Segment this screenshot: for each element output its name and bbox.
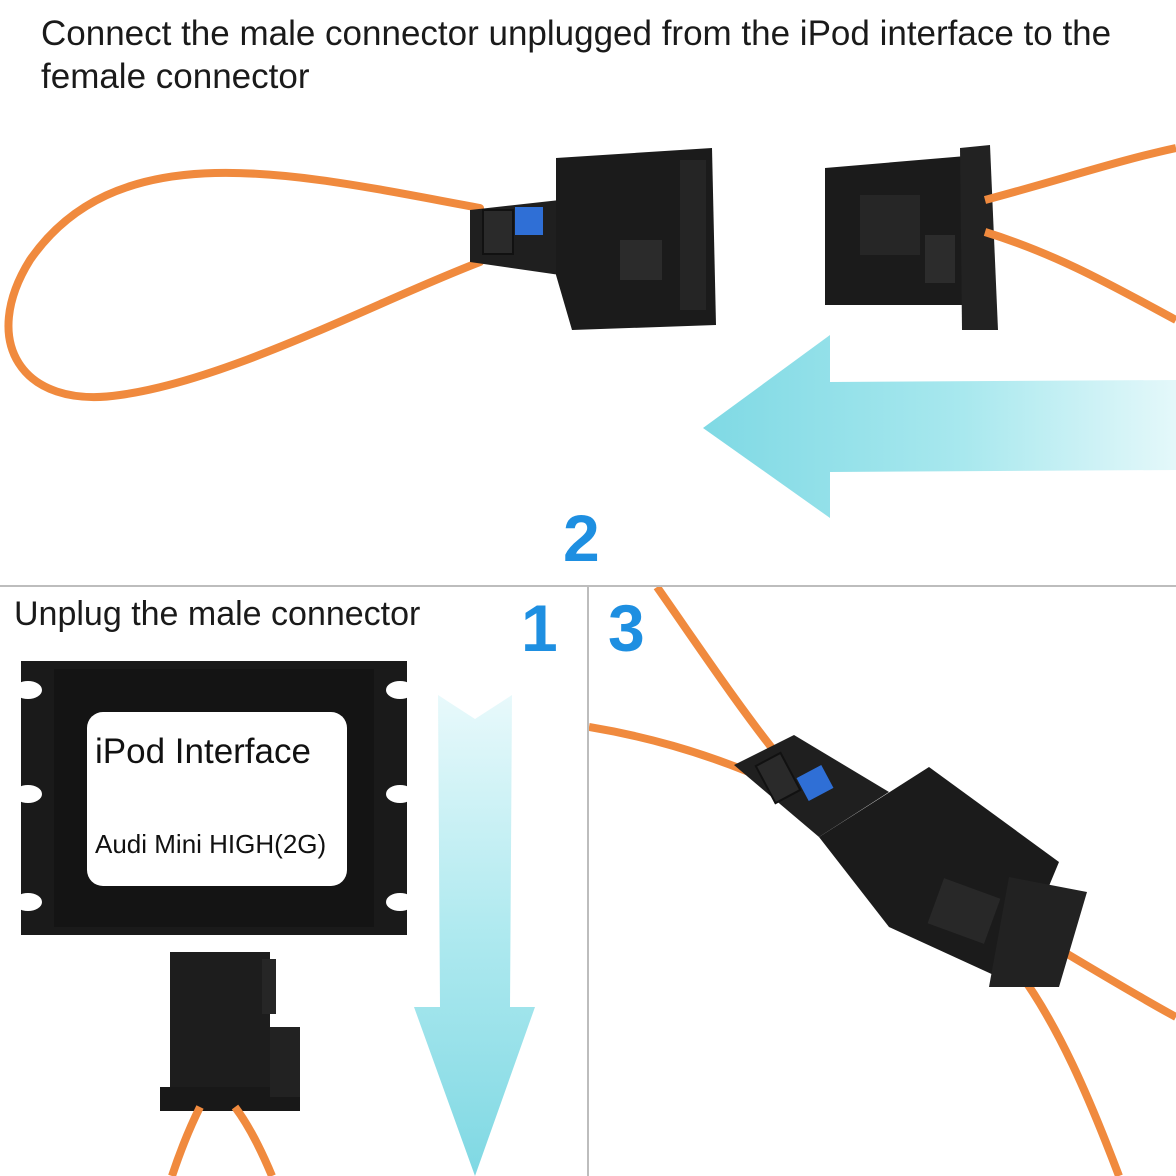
female-cable-lower	[983, 228, 1176, 324]
female-connector-image	[825, 145, 998, 330]
step-2-illustration	[4, 144, 1176, 518]
module-title: iPod Interface	[95, 732, 311, 771]
fiber-loop-cable	[4, 168, 484, 401]
cable-lower-down	[1015, 969, 1123, 1176]
step-1-instruction: Unplug the male connector	[14, 595, 421, 633]
step-3-illustration	[589, 587, 1176, 1176]
module-model: Audi Mini HIGH(2G)	[95, 829, 327, 859]
arrow-down-icon	[414, 695, 535, 1176]
unplugged-male-connector-image	[160, 952, 300, 1111]
vertical-divider	[587, 587, 589, 1176]
module-label-plate	[87, 712, 347, 886]
step-3-panel: 3	[589, 587, 1176, 1176]
cable-upper-left	[589, 723, 751, 776]
male-connector-image	[470, 148, 716, 330]
module-cable-left	[168, 1105, 204, 1176]
female-cable-upper	[983, 144, 1176, 204]
step-1-panel: Unplug the male connector 1 iPod Interfa…	[0, 587, 587, 1176]
cable-upper-right	[653, 587, 783, 760]
mated-connector-image	[734, 735, 1087, 987]
step-2-panel: Connect the male connector unplugged fro…	[0, 0, 1176, 585]
module-cable-right	[231, 1104, 276, 1176]
latch-tab	[515, 207, 543, 235]
step-number-1: 1	[521, 591, 558, 665]
step-number-2: 2	[563, 501, 600, 575]
step-2-instruction: Connect the male connector unplugged fro…	[41, 14, 1112, 96]
step-number-3: 3	[608, 591, 645, 665]
arrow-left-icon	[703, 335, 1176, 518]
latch-tab	[796, 764, 834, 802]
horizontal-divider	[0, 585, 1176, 587]
